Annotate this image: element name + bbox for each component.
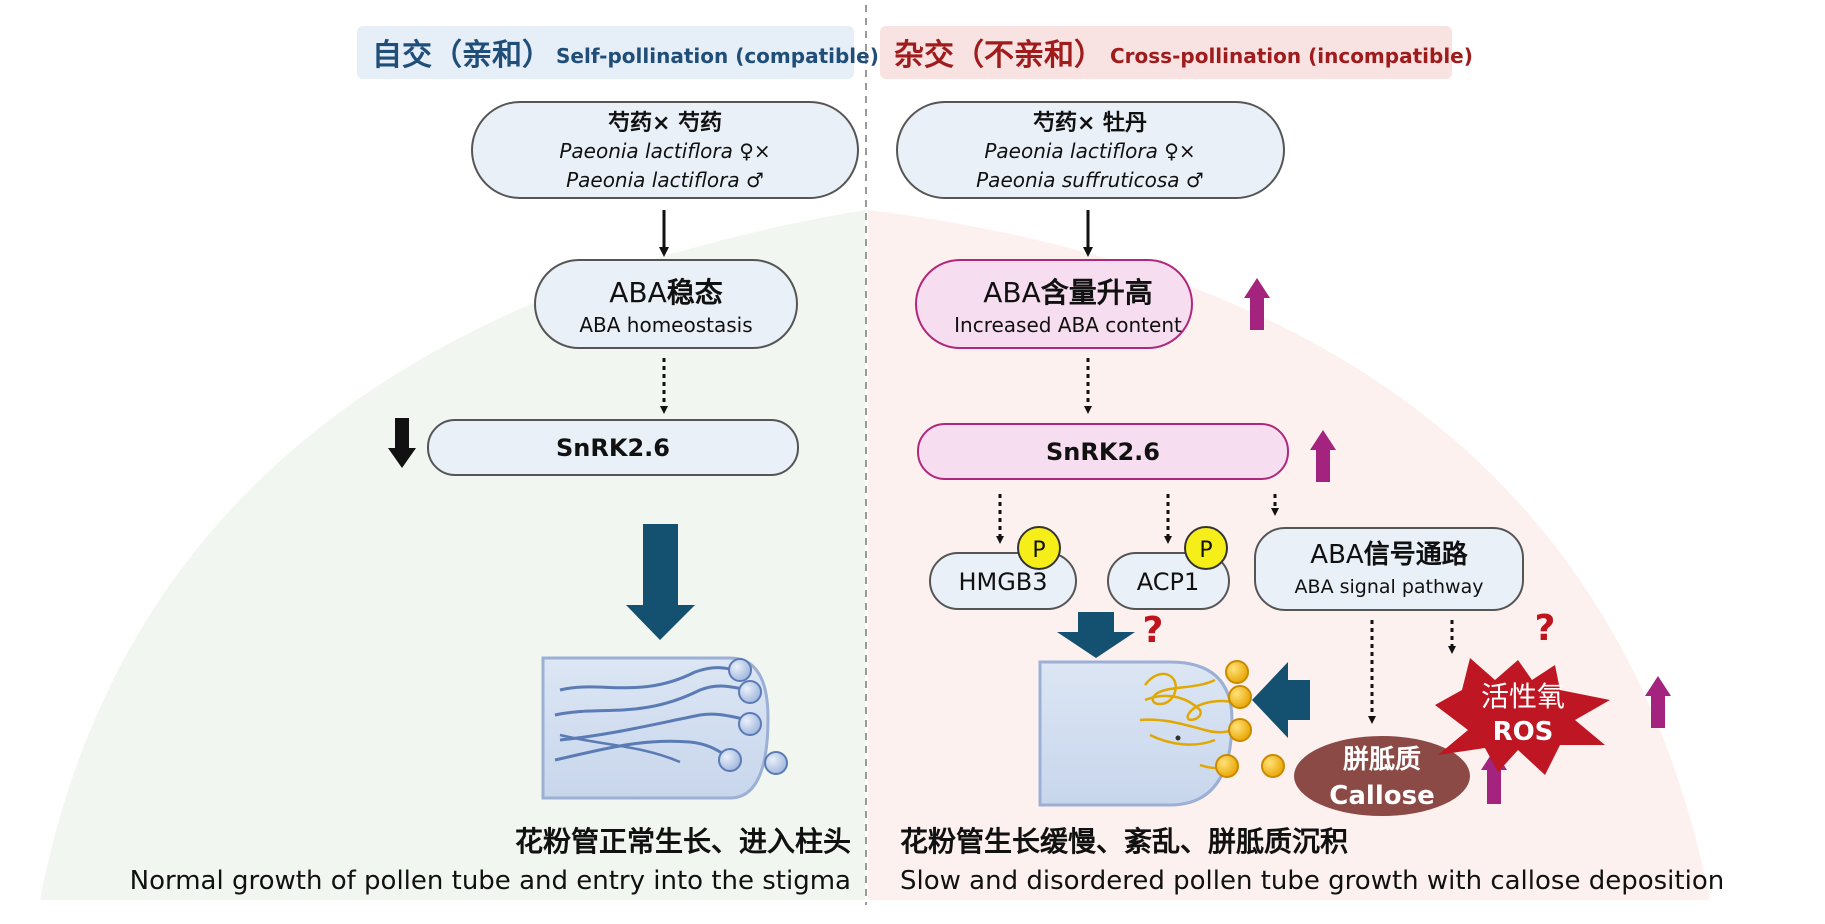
ros-en: ROS [1493, 717, 1554, 747]
left-pollen-tube-icon [541, 656, 788, 800]
signal-pathway-en: ABA signal pathway [1295, 576, 1484, 598]
acp1-phospho-label: P [1199, 538, 1212, 563]
right-aba-up-arrow-icon [1244, 278, 1270, 330]
left-snrk-down-arrow-icon [388, 418, 416, 468]
right-header-box [880, 26, 1452, 79]
right-aba-en: Increased ABA content [954, 313, 1182, 337]
left-aba-title: ABA稳态 [609, 276, 723, 309]
ros-up-arrow-icon [1645, 676, 1671, 728]
ros-cn: 活性氧 [1481, 680, 1565, 713]
right-down-arrow-icon [1057, 612, 1135, 658]
left-cross-box [471, 101, 859, 199]
right-snrk-label: SnRK2.6 [1046, 438, 1160, 466]
right-cross-line1: Paeonia lactiflora ♀× [984, 139, 1195, 163]
right-result-cn: 花粉管生长缓慢、紊乱、胼胝质沉积 [900, 825, 1348, 858]
right-snrk-box [917, 423, 1289, 480]
callose-cn: 胼胝质 [1343, 745, 1421, 775]
left-snrk-label: SnRK2.6 [556, 434, 670, 462]
signal-pathway-title: ABA信号通路 [1310, 539, 1468, 570]
left-header-cn: 自交（亲和） [372, 38, 552, 73]
left-cross-line1: Paeonia lactiflora ♀× [559, 139, 770, 163]
callose-en: Callose [1329, 781, 1434, 811]
right-header-en: Cross-pollination (incompatible) [1110, 44, 1473, 68]
callose-ellipse [1294, 736, 1470, 816]
ros-star-icon [1435, 658, 1610, 775]
left-aba-en: ABA homeostasis [579, 313, 752, 337]
hmgb3-phospho-label: P [1032, 538, 1045, 563]
right-aba-box [915, 259, 1193, 349]
signal-pathway-box [1254, 527, 1524, 611]
left-cross-cn: 芍药× 芍药 [608, 110, 722, 136]
left-aba-box [534, 259, 798, 349]
hmgb3-phospho-icon [1017, 526, 1061, 570]
left-header-en: Self-pollination (compatible) [556, 44, 879, 68]
left-cross-line2: Paeonia lactiflora ♂ [566, 168, 764, 192]
question-mark-1: ? [1143, 610, 1164, 651]
right-header-cn: 杂交（不亲和） [894, 38, 1104, 73]
right-cross-line2: Paeonia suffruticosa ♂ [976, 168, 1204, 192]
left-snrk-box [427, 419, 799, 476]
right-cross-box [896, 101, 1285, 199]
right-aba-title: ABA含量升高 [983, 276, 1153, 309]
acp1-phospho-icon [1184, 526, 1228, 570]
hmgb3-label: HMGB3 [958, 568, 1047, 596]
left-header-box [357, 26, 854, 79]
left-result-cn: 花粉管正常生长、进入柱头 [515, 825, 851, 858]
right-left-arrow-icon [1252, 662, 1310, 738]
question-mark-2: ? [1535, 608, 1556, 649]
right-result-en: Slow and disordered pollen tube growth w… [900, 866, 1724, 896]
right-snrk-up-arrow-icon [1310, 430, 1336, 482]
right-cross-cn: 芍药× 牡丹 [1033, 110, 1147, 136]
right-pollen-tube-icon [1038, 660, 1285, 807]
left-result-en: Normal growth of pollen tube and entry i… [130, 866, 851, 896]
acp1-label: ACP1 [1137, 568, 1200, 596]
left-big-arrow-icon [626, 524, 695, 640]
